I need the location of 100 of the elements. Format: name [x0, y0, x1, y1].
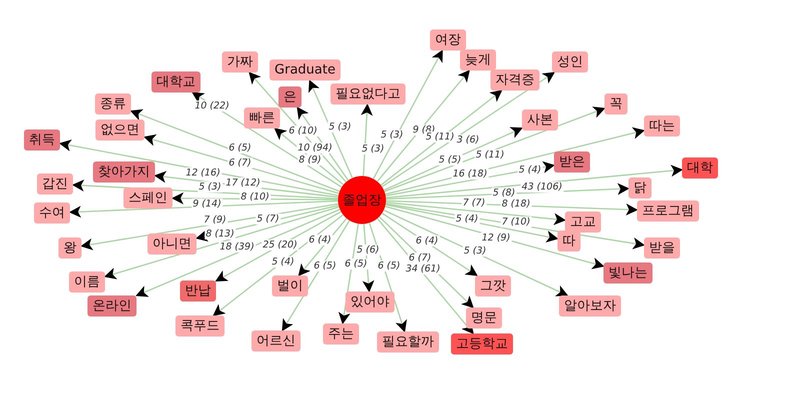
- word-box: 없으면: [96, 120, 144, 140]
- edge-label: 10 (94): [296, 142, 334, 154]
- edge-label: 5 (11): [424, 132, 456, 142]
- edge-label: 5 (4): [518, 164, 542, 176]
- word-box: 따는: [644, 116, 680, 136]
- edge-label: 12 (9): [480, 232, 512, 244]
- word-box: 취득: [24, 130, 60, 150]
- word-box: 온라인: [88, 296, 136, 316]
- word-box: 벌이: [272, 276, 308, 296]
- edge-label: 18 (39): [218, 242, 256, 252]
- edge-label: 5 (3): [360, 144, 386, 154]
- edge-label: 5 (3): [328, 122, 352, 132]
- edge-label: 6 (4): [308, 234, 332, 246]
- edge-label: 43 (106): [520, 182, 564, 192]
- edge-label: 6 (7): [408, 252, 432, 264]
- arrow: [69, 200, 338, 218]
- edge-label: 8 (13): [204, 228, 236, 240]
- word-box: 그깟: [475, 276, 511, 296]
- edge-label: 5 (3): [380, 130, 404, 140]
- edge-label: 12 (16): [184, 168, 222, 178]
- edge-label: 8 (9): [298, 154, 322, 166]
- word-box: 은: [278, 86, 302, 108]
- word-box: 받은: [554, 152, 590, 172]
- edge-label: 7 (7): [462, 198, 486, 208]
- arrow: [360, 104, 373, 176]
- word-box: 종류: [95, 94, 131, 114]
- word-box: 빛나는: [604, 262, 652, 284]
- word-box: 대학교: [152, 72, 200, 92]
- edge-label: 6 (5): [228, 142, 252, 154]
- edge-label: 5 (6): [356, 244, 380, 256]
- edge-label: 34 (61): [404, 264, 442, 274]
- edge-label: 6 (5): [312, 260, 338, 272]
- arrow: [104, 206, 340, 280]
- word-box: 있어야: [346, 292, 394, 312]
- word-box: 고등학교: [451, 334, 513, 354]
- word-box: 빠른: [244, 108, 280, 128]
- word-box: 갑진: [37, 174, 73, 194]
- edge-label: 6 (5): [344, 258, 368, 270]
- arrow: [384, 210, 568, 296]
- word-box: 프로그램: [637, 200, 699, 222]
- word-box: 대학: [682, 158, 718, 178]
- arrow: [372, 50, 443, 180]
- word-box: 알아보자: [559, 296, 621, 316]
- edge-label: 7 (10): [500, 216, 532, 228]
- word-box: 필요할까: [377, 332, 439, 352]
- word-box: 반납: [180, 280, 216, 302]
- arrow: [282, 220, 350, 332]
- edge-label: 5 (4): [454, 214, 480, 224]
- word-box: 자격증: [490, 70, 540, 90]
- word-box: 성인: [552, 52, 588, 72]
- edge-label: 6 (10): [288, 126, 318, 136]
- word-box: 필요없다고: [330, 84, 406, 104]
- arrow: [376, 70, 470, 182]
- arrow: [308, 80, 353, 178]
- edge-label: 6 (4): [414, 236, 440, 246]
- edge-label: 5 (3): [198, 182, 222, 192]
- word-box: 여장: [430, 30, 466, 50]
- word-box: 꼭: [604, 94, 628, 114]
- edge-label: 5 (3): [462, 246, 488, 256]
- arrow: [130, 109, 340, 192]
- edge-label: 7 (9): [202, 214, 228, 226]
- word-box: 왕: [58, 238, 82, 258]
- word-box: 사본: [522, 110, 558, 130]
- word-box: 주는: [323, 324, 359, 344]
- word-box: Graduate: [270, 60, 340, 80]
- word-box: 콕푸드: [176, 316, 224, 336]
- edge-label: 25 (20): [262, 240, 298, 250]
- edge-label: 5 (7): [256, 214, 280, 224]
- edge-label: 5 (8): [492, 188, 516, 198]
- arrow: [380, 90, 502, 186]
- arrow: [386, 164, 683, 198]
- word-box: 어르신: [252, 330, 300, 352]
- edge-label: 10 (22): [194, 100, 230, 112]
- arrow: [136, 208, 340, 297]
- word-box: 아니면: [148, 234, 196, 254]
- word-box: 이름: [69, 272, 105, 292]
- edge-label: 5 (11): [474, 150, 506, 160]
- edge-label: 8 (10): [240, 192, 270, 202]
- word-box: 명문: [466, 308, 502, 328]
- edge-label: 9 (14): [192, 198, 222, 210]
- edge-label: 17 (12): [224, 178, 262, 188]
- word-box: 닭: [628, 178, 652, 198]
- edge-label: 6 (5): [376, 260, 402, 272]
- word-box: 스페인: [124, 188, 172, 208]
- word-box: 찾아가지: [93, 162, 155, 182]
- word-box: 따: [558, 230, 580, 252]
- edge-label: 16 (18): [452, 168, 488, 180]
- arrow: [382, 72, 555, 188]
- word-box: 가짜: [222, 52, 258, 72]
- word-box: 수여: [34, 202, 70, 224]
- edge-label: 3 (6): [456, 134, 480, 146]
- word-box: 받을: [644, 238, 680, 258]
- edge-label: 6 (7): [228, 158, 252, 168]
- word-box: 늦게: [460, 50, 496, 70]
- word-box: 고교: [565, 212, 601, 232]
- center-circle: 졸업장: [338, 176, 386, 224]
- edge-label: 5 (4): [270, 256, 296, 268]
- arrow: [386, 202, 566, 226]
- edge-label: 8 (18): [500, 198, 532, 210]
- arrow: [144, 134, 340, 194]
